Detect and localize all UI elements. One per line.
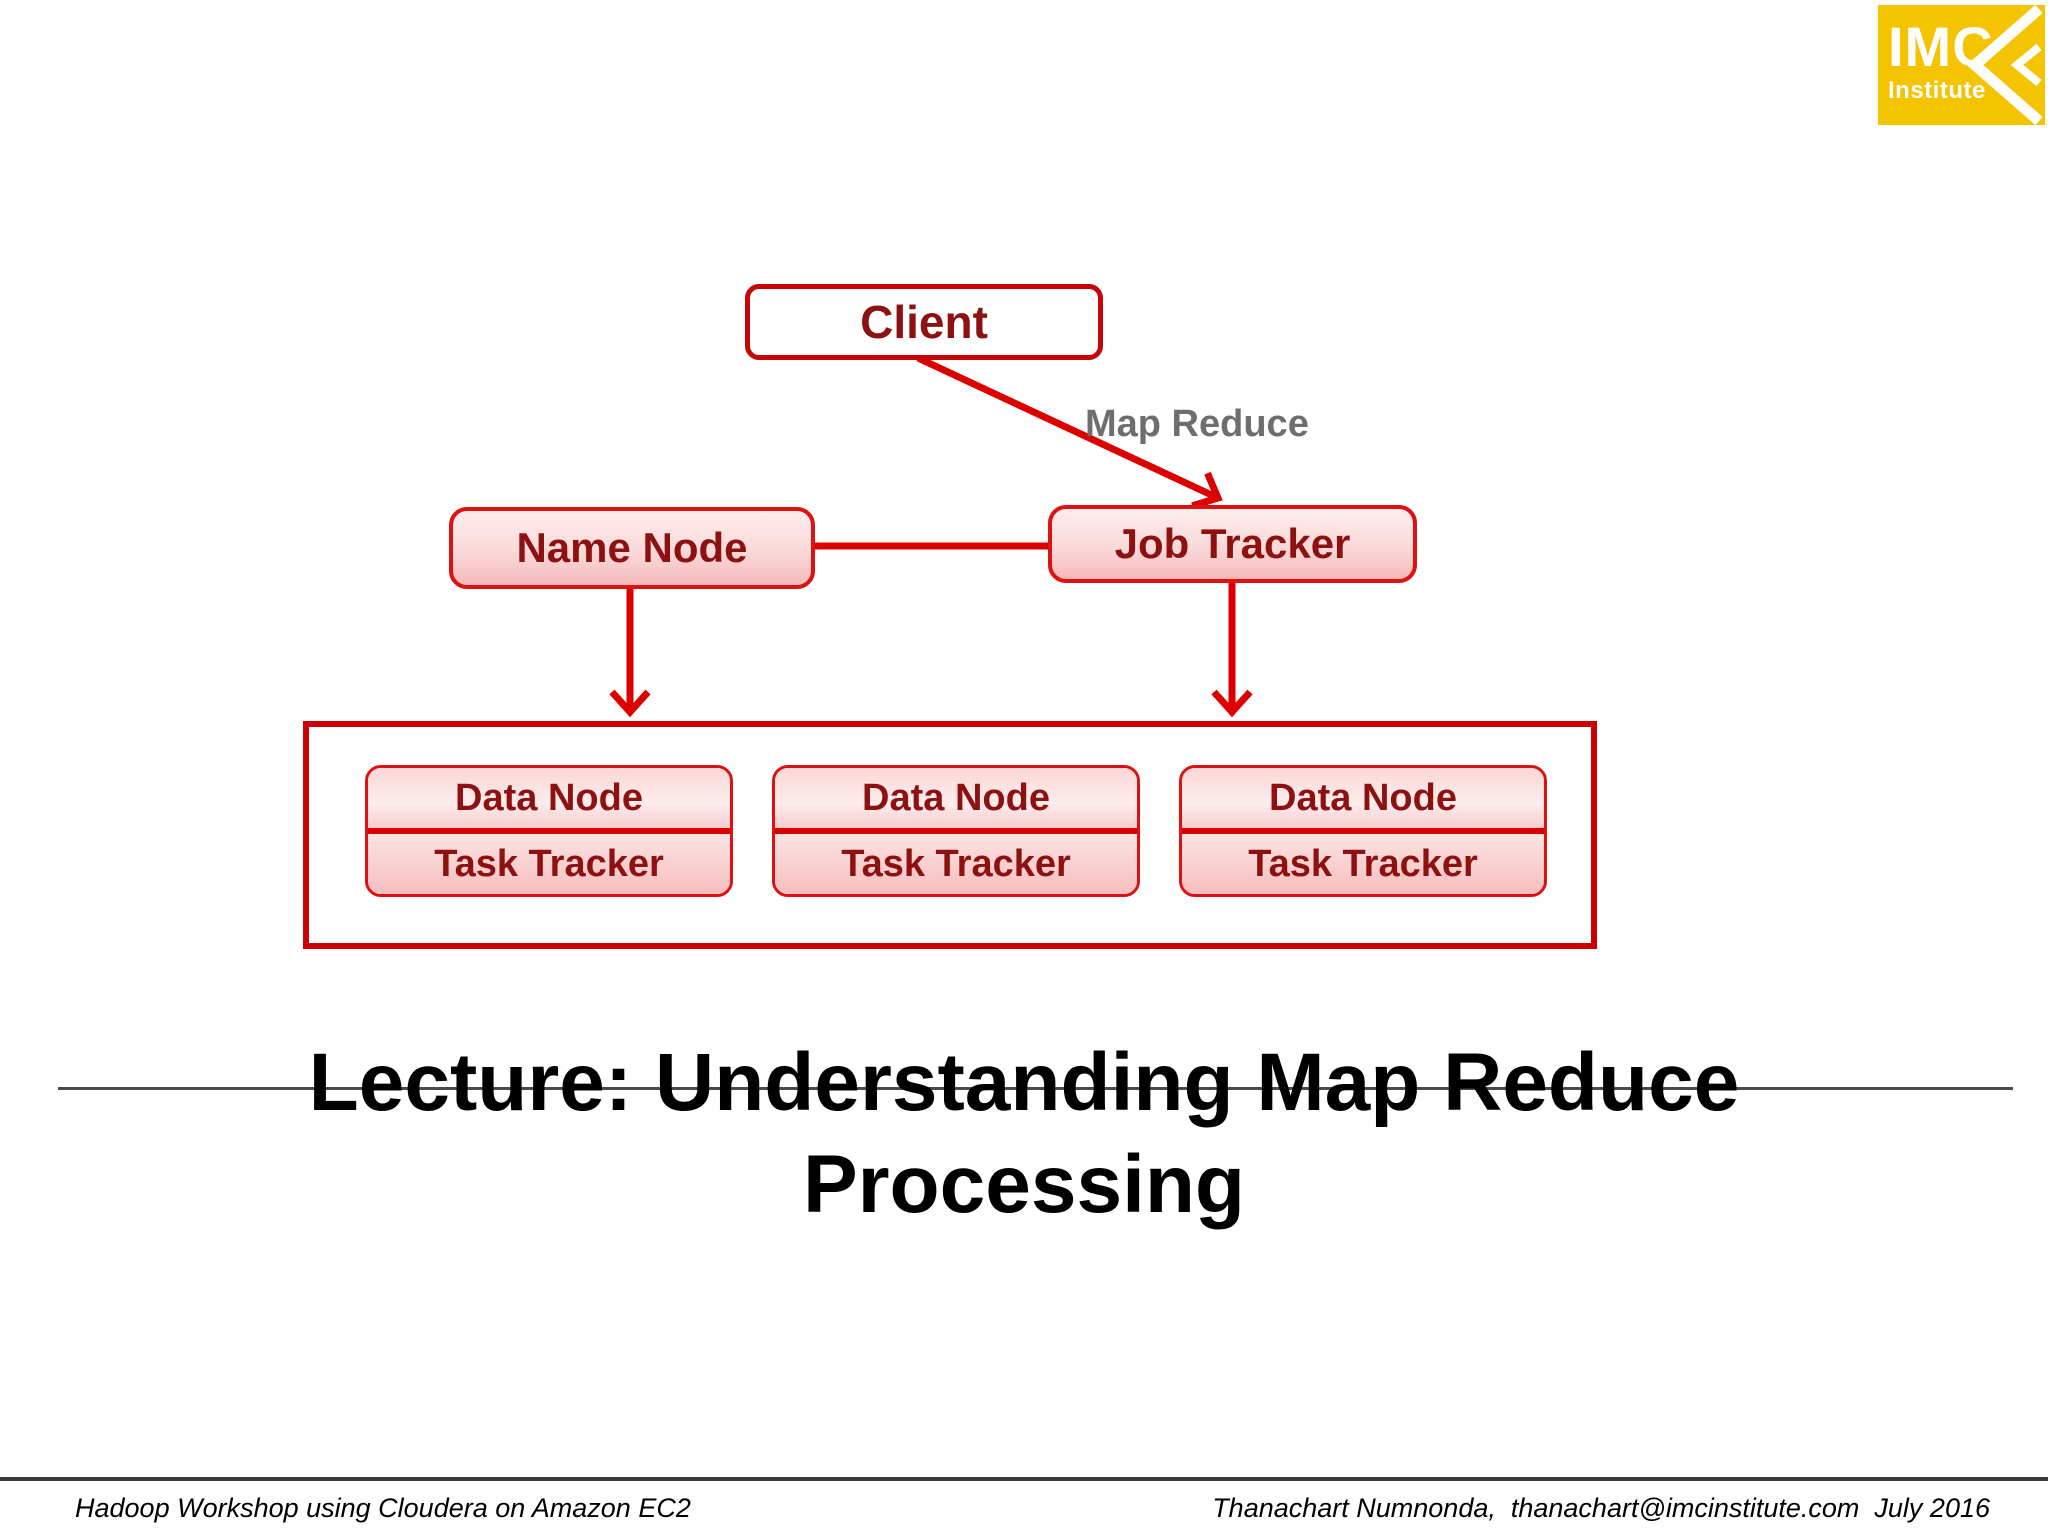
footer-left-text: Hadoop Workshop using Cloudera on Amazon…: [75, 1493, 691, 1523]
page-title: Lecture: Understanding Map Reduce Proces…: [0, 1032, 2048, 1235]
task-tracker-label: Task Tracker: [1182, 828, 1544, 894]
map-reduce-label: Map Reduce: [1085, 403, 1309, 445]
data-node-label: Data Node: [1182, 768, 1544, 828]
client-box: Client: [745, 284, 1103, 360]
data-node-box: Data Node Task Tracker: [365, 765, 733, 897]
task-tracker-label: Task Tracker: [368, 828, 730, 894]
footer-right-text: Thanachart Numnonda, thanachart@imcinsti…: [1212, 1493, 1990, 1523]
data-node-box: Data Node Task Tracker: [772, 765, 1140, 897]
data-node-label: Data Node: [368, 768, 730, 828]
title-line-1: Lecture: Understanding Map Reduce: [308, 1037, 1740, 1128]
client-label: Client: [860, 296, 988, 348]
job-tracker-box: Job Tracker: [1048, 505, 1417, 583]
footer-divider-line: [0, 1477, 2048, 1481]
job-tracker-label: Job Tracker: [1114, 520, 1351, 567]
data-node-box: Data Node Task Tracker: [1179, 765, 1547, 897]
task-tracker-label: Task Tracker: [775, 828, 1137, 894]
logo-institute-text: Institute: [1888, 77, 1986, 104]
title-divider-line: [58, 1087, 2013, 1090]
data-node-label: Data Node: [775, 768, 1137, 828]
logo-chevron-icon: [1966, 5, 2043, 125]
imc-institute-logo: IMC Institute: [1878, 5, 2045, 125]
name-node-label: Name Node: [516, 524, 748, 571]
name-node-box: Name Node: [449, 507, 815, 589]
title-line-2: Processing: [802, 1138, 1246, 1230]
